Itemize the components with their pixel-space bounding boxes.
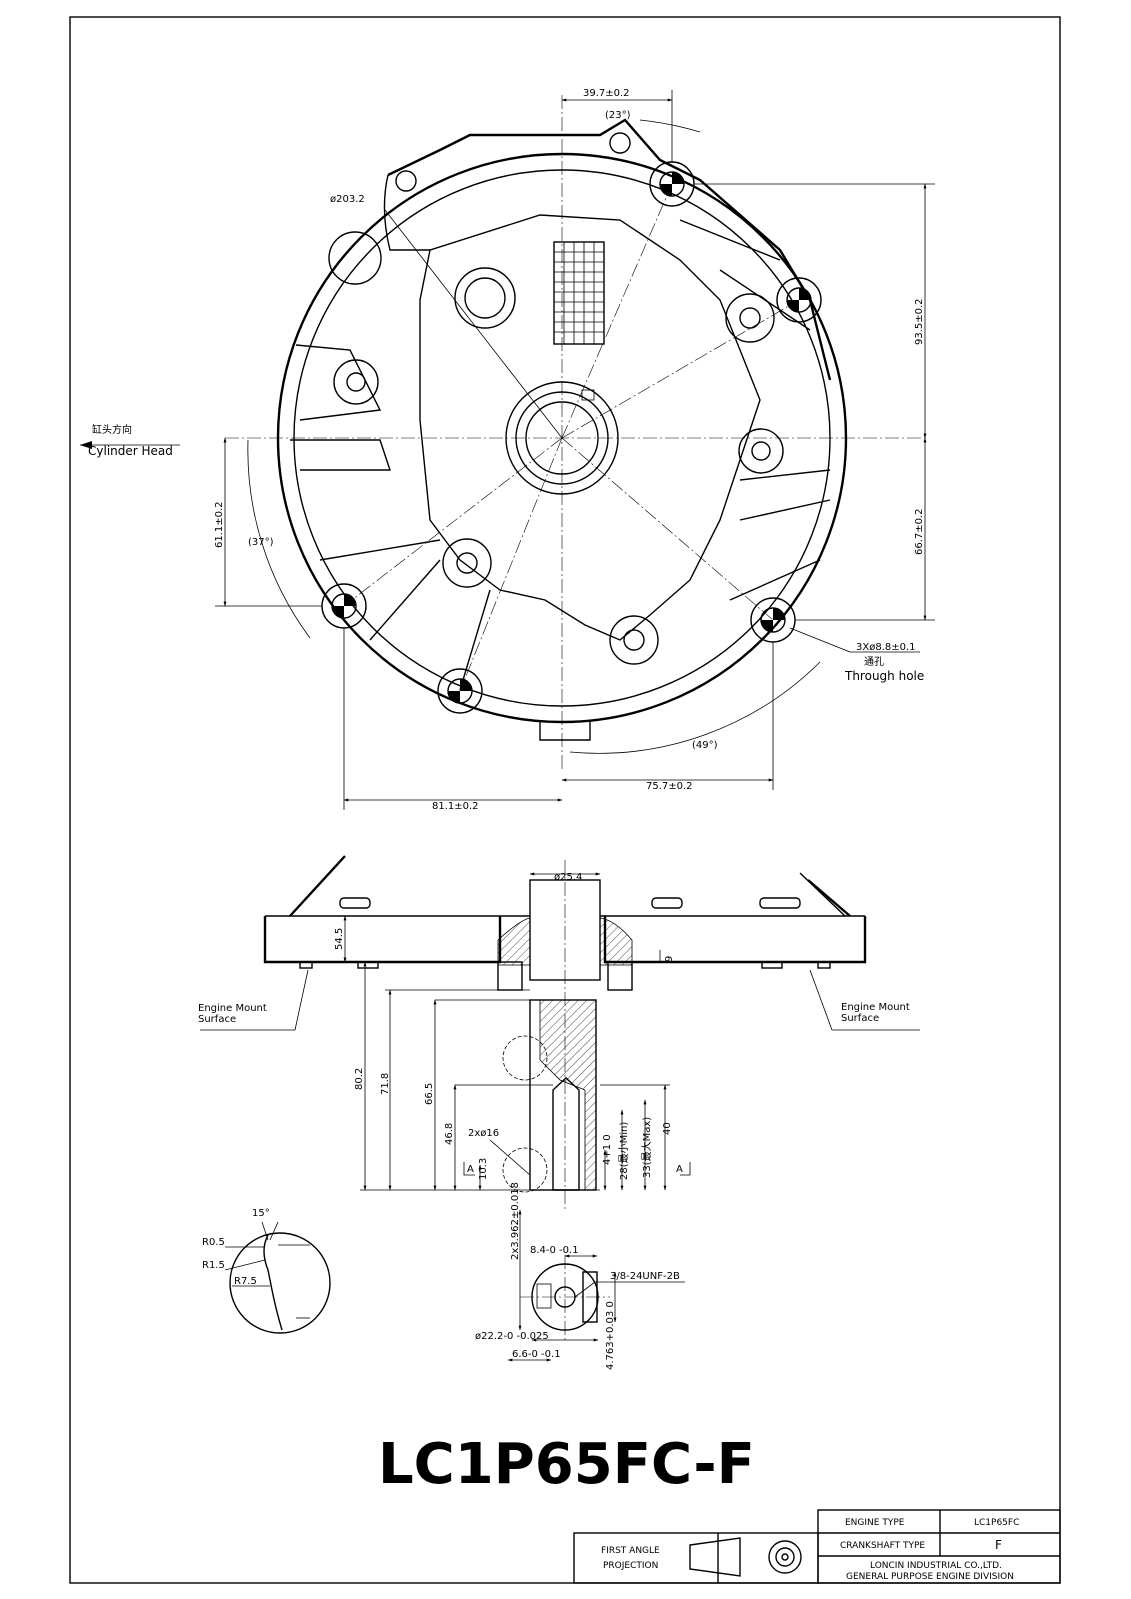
dim-71-8: 71.8	[380, 1073, 391, 1095]
dim-9: 9	[664, 956, 675, 962]
dim-46-8: 46.8	[444, 1123, 455, 1145]
projection-line1: FIRST ANGLE	[601, 1546, 660, 1556]
mount-left-line2: Surface	[198, 1014, 236, 1025]
side-view: ø25.4 54.5 9 80.2 71.8 66.5 46.8 10.3 2x…	[198, 855, 920, 1210]
dim-61-1: 61.1±0.2	[214, 501, 225, 548]
dim-81-1: 81.1±0.2	[432, 801, 479, 812]
detail-r15: R1.5	[202, 1260, 225, 1271]
detail-view: 15° R0.5 R1.5 R7.5	[202, 1208, 331, 1334]
dim-28-min: 28(最小Min)	[618, 1122, 630, 1180]
detail-r05: R0.5	[202, 1237, 225, 1248]
company-line2: GENERAL PURPOSE ENGINE DIVISION	[846, 1572, 1014, 1582]
section-dim-22-2: ø22.2-0 -0.025	[475, 1331, 549, 1342]
cylinder-head-label: Cylinder Head	[88, 444, 173, 458]
dim-66-5: 66.5	[424, 1083, 435, 1105]
through-hole-cn: 通孔	[864, 656, 884, 668]
section-dim-3962: 2x3.962±0.018	[510, 1182, 521, 1260]
cylinder-head-cn: 缸头方向	[92, 423, 132, 436]
dim-2x-16: 2xø16	[468, 1128, 499, 1139]
angle-49: (49°)	[692, 740, 718, 751]
section-view: 2x3.962±0.018 8.4-0 -0.1 3/8-24UNF-2B ø2…	[475, 1182, 685, 1370]
dim-39-7: 39.7±0.2	[583, 88, 630, 99]
detail-angle-15: 15°	[252, 1208, 270, 1219]
section-dim-4763: 4.763+0.03 0	[605, 1301, 616, 1370]
dim-33-max: 33(最大Max)	[640, 1117, 653, 1178]
crankshaft-type-label: CRANKSHAFT TYPE	[840, 1541, 925, 1551]
title-block: ENGINE TYPE LC1P65FC CRANKSHAFT TYPE F F…	[573, 1509, 1061, 1584]
mount-left-line1: Engine Mount	[198, 1003, 267, 1014]
dim-80-2: 80.2	[354, 1068, 365, 1090]
company-line1: LONCIN INDUSTRIAL CO.,LTD.	[870, 1561, 1002, 1571]
crankshaft-type-value: F	[995, 1538, 1002, 1552]
section-dim-8-4: 8.4-0 -0.1	[530, 1245, 579, 1256]
projection-line2: PROJECTION	[603, 1561, 658, 1571]
angle-37: (37°)	[248, 537, 274, 548]
section-dim-6-6: 6.6-0 -0.1	[512, 1349, 561, 1360]
dim-66-7: 66.7±0.2	[914, 508, 925, 555]
mount-right-line2: Surface	[841, 1013, 879, 1024]
dim-75-7: 75.7±0.2	[646, 781, 693, 792]
dim-10-3: 10.3	[478, 1158, 489, 1180]
drawing-title: LC1P65FC-F	[378, 1432, 755, 1497]
dim-40: 40	[662, 1122, 673, 1135]
angle-23: (23°)	[605, 110, 631, 121]
dim-diameter-203: ø203.2	[330, 194, 365, 205]
section-thread: 3/8-24UNF-2B	[610, 1271, 680, 1282]
dim-3x-hole: 3Xø8.8±0.1	[856, 642, 916, 653]
mount-right-line1: Engine Mount	[841, 1002, 910, 1013]
engine-type-label: ENGINE TYPE	[845, 1518, 905, 1528]
dim-54-5: 54.5	[334, 928, 345, 950]
dim-4: 4+1 0	[602, 1134, 613, 1165]
detail-r75: R7.5	[234, 1276, 257, 1287]
section-a-left: A	[467, 1164, 474, 1175]
dim-shaft-diameter: ø25.4	[554, 872, 582, 883]
engine-type-value: LC1P65FC	[974, 1518, 1019, 1528]
dim-93-5: 93.5±0.2	[914, 298, 925, 345]
top-view: 39.7±0.2 (23°) ø203.2 93.5±0.2 66.7±0.2 …	[80, 88, 935, 812]
through-hole-label: Through hole	[844, 669, 924, 683]
section-a-right: A	[676, 1164, 683, 1175]
sheet-border	[69, 16, 1061, 1584]
